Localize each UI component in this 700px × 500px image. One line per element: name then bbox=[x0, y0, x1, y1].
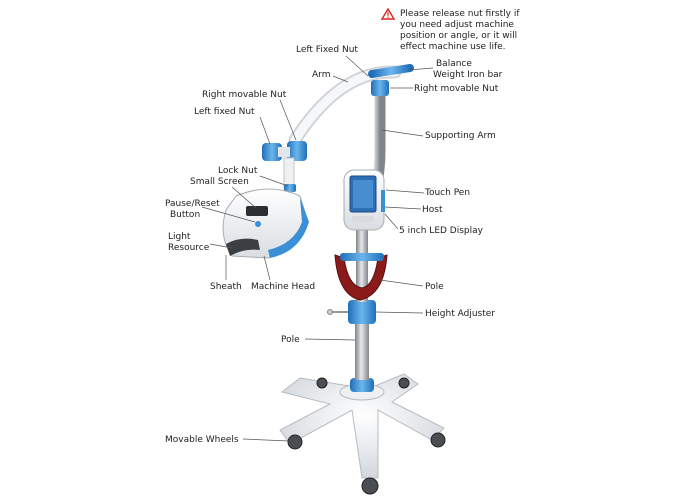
base-collar bbox=[350, 378, 374, 392]
light-resource bbox=[226, 238, 260, 256]
warning-triangle-icon bbox=[381, 8, 395, 20]
warning-line: Please release nut firstly if bbox=[400, 9, 520, 19]
pause-reset-button bbox=[255, 221, 261, 227]
movable-wheels bbox=[287, 377, 446, 495]
label-movable-wheels: Movable Wheels bbox=[165, 435, 239, 445]
label-supporting-arm: Supporting Arm bbox=[425, 131, 496, 141]
label-balance-line1: Balance bbox=[436, 59, 472, 69]
balance-weight-bar bbox=[368, 64, 414, 78]
label-arm: Arm bbox=[312, 70, 331, 80]
label-light-line1: Light bbox=[168, 232, 191, 242]
label-right-movable-nut-top: Right movable Nut bbox=[414, 84, 499, 94]
label-small-screen: Small Screen bbox=[190, 177, 249, 187]
small-screen bbox=[246, 206, 268, 216]
right-movable-nut-top bbox=[371, 80, 389, 96]
height-adjuster-collar bbox=[348, 300, 376, 324]
warning-line: you need adjust machine bbox=[400, 20, 514, 30]
wheel-left-front bbox=[287, 434, 303, 450]
warning-note: Please release nut firstly if you need a… bbox=[400, 9, 550, 53]
head-joint bbox=[262, 141, 307, 192]
leader-lines bbox=[201, 55, 434, 442]
label-left-fixed-nut-left: Left fixed Nut bbox=[194, 107, 255, 117]
label-balance-line2: Weight Iron bar bbox=[433, 70, 503, 80]
label-host: Host bbox=[422, 205, 443, 215]
label-pole-left: Pole bbox=[281, 335, 300, 345]
label-pause-reset-line2: Button bbox=[170, 210, 201, 220]
machine-head-shape bbox=[222, 188, 309, 259]
lower-pole bbox=[355, 310, 369, 380]
wheel-front bbox=[361, 477, 379, 495]
label-light-line2: Resource bbox=[168, 243, 210, 253]
wheel-left-back bbox=[316, 377, 328, 389]
warning-line: effect machine use life. bbox=[400, 42, 506, 52]
label-touch-pen: Touch Pen bbox=[425, 188, 471, 198]
wheel-right-back bbox=[398, 377, 410, 389]
label-machine-head: Machine Head bbox=[251, 282, 316, 292]
host-unit bbox=[343, 169, 385, 231]
label-pole-right: Pole bbox=[425, 282, 444, 292]
touch-pen bbox=[381, 190, 385, 212]
label-pause-reset-line1: Pause/Reset bbox=[165, 199, 220, 209]
label-sheath: Sheath bbox=[210, 282, 242, 292]
wheel-right-front bbox=[430, 432, 446, 448]
warning-line: position or angle, or it will bbox=[400, 31, 518, 41]
label-right-movable-nut-left: Right movable Nut bbox=[202, 90, 287, 100]
label-left-fixed-nut-top: Left Fixed Nut bbox=[296, 45, 358, 55]
label-lock-nut: Lock Nut bbox=[218, 166, 258, 176]
label-five-inch-display: 5 inch LED Display bbox=[399, 226, 483, 236]
label-height-adjuster: Height Adjuster bbox=[425, 309, 495, 319]
